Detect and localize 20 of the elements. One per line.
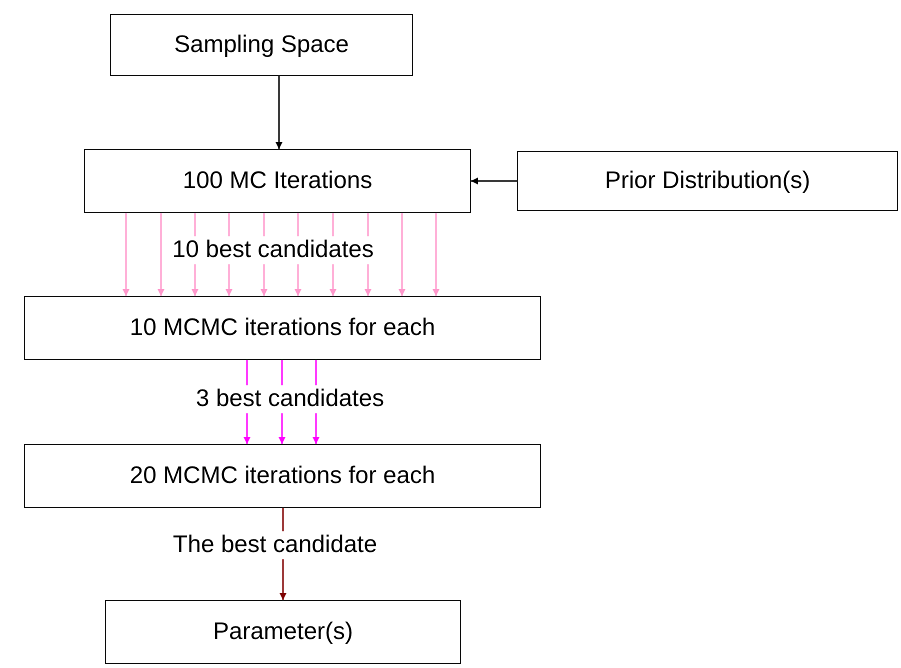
arrow — [276, 76, 282, 149]
process-box — [110, 14, 413, 76]
edge-label: 3 best candidates — [194, 385, 386, 413]
arrow — [432, 213, 440, 296]
arrow — [158, 213, 164, 296]
node-label: 20 MCMC iterations for each — [130, 462, 436, 490]
node-label: Prior Distribution(s) — [604, 167, 810, 195]
process-box — [105, 600, 461, 664]
node-label: Parameter(s) — [212, 618, 354, 646]
arrow — [122, 213, 130, 296]
node-label: Sampling Space — [174, 31, 349, 59]
arrow — [471, 178, 517, 184]
process-box — [517, 151, 898, 211]
edge-label: The best candidate — [170, 531, 380, 559]
arrow — [398, 213, 406, 296]
process-box — [24, 444, 541, 508]
process-box — [24, 296, 541, 360]
node-label: 100 MC Iterations — [182, 167, 372, 195]
node-label: 10 MCMC iterations for each — [130, 314, 436, 342]
process-box — [84, 149, 471, 213]
